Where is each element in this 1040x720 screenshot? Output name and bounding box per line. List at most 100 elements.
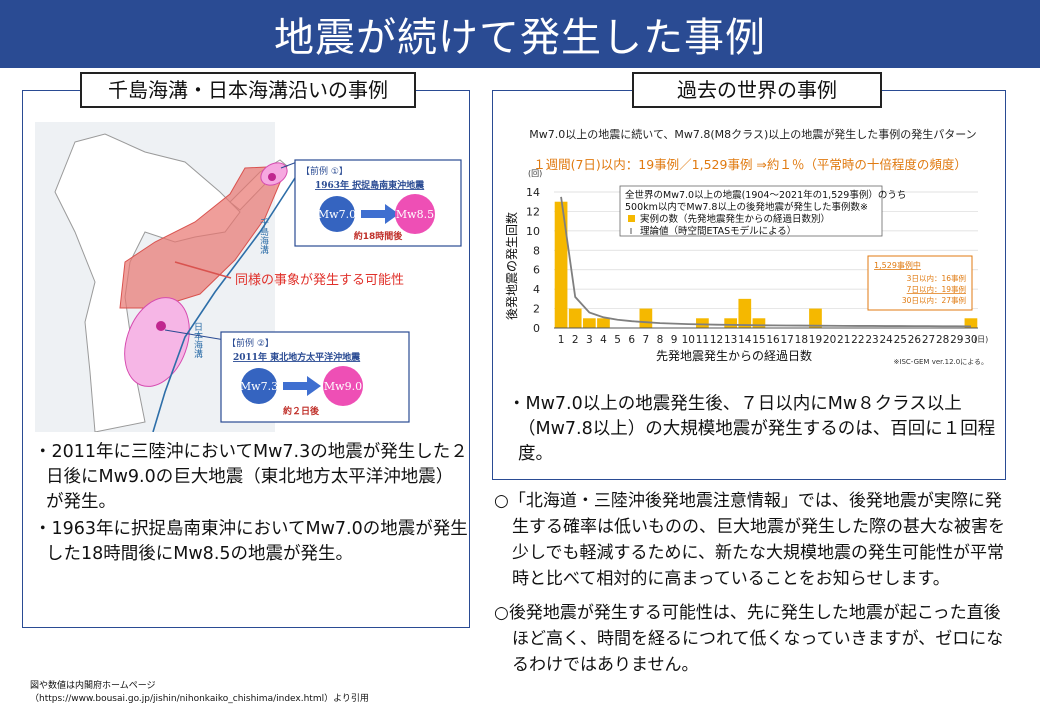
x-tick-label: 3 (586, 334, 593, 346)
x-tick-label: 6 (628, 334, 635, 346)
x-unit: (日) (974, 335, 988, 344)
left-bullet-1: ・2011年に三陸沖においてMw7.3の地震が発生した２日後にMw9.0の巨大地… (34, 442, 468, 512)
svg-text:1963年 択捉島南東沖地震: 1963年 択捉島南東沖地震 (315, 179, 425, 191)
y-tick-label: 10 (526, 225, 540, 238)
right-bullet-text: ・Mw7.0以上の地震発生後、７日以内にMw８クラス以上（Mw7.8以上）の大規… (508, 394, 996, 464)
trench-line (152, 177, 296, 432)
x-tick-label: 12 (710, 334, 723, 346)
case1-box (294, 159, 462, 247)
svg-text:7日以内：19事例: 7日以内：19事例 (907, 284, 966, 294)
x-tick-label: 13 (724, 334, 737, 346)
risk-zone (119, 165, 288, 309)
footnote-line-1: 図や数値は内閣府ホームページ (30, 681, 156, 691)
x-tick-label: 4 (600, 334, 607, 346)
x-tick-label: 10 (682, 334, 695, 346)
svg-text:3日以内：16事例: 3日以内：16事例 (907, 273, 966, 283)
svg-text:約18時間後: 約18時間後 (354, 230, 404, 242)
y-tick-label: 2 (533, 303, 540, 316)
chart-subtitle: １週間(7日)以内：19事例／1,529事例 ⇒約１％（平常時の十倍程度の頻度） (533, 157, 967, 172)
x-tick-label: 20 (823, 334, 836, 346)
x-tick-label: 17 (781, 334, 794, 346)
bar (582, 318, 596, 328)
left-bullets: ・2011年に三陸沖においてMw7.3の地震が発生した２日後にMw9.0の巨大地… (28, 440, 468, 569)
y-unit: (回) (528, 169, 542, 178)
right-panel-label: 過去の世界の事例 (632, 72, 882, 108)
x-tick-label: 16 (766, 334, 780, 346)
nihon-trench-label: 日本海溝 (192, 322, 203, 359)
x-tick-label: 23 (865, 334, 878, 346)
title-bar: 地震が続けて発生した事例 (0, 0, 1040, 68)
svg-text:理論値（時空間ETASモデルによる）: 理論値（時空間ETASモデルによる） (640, 225, 796, 237)
bar (554, 201, 568, 328)
svg-text:500km以内でMw7.8以上の後発地震が発生した事例数※: 500km以内でMw7.8以上の後発地震が発生した事例数※ (625, 201, 868, 213)
bar (738, 298, 752, 328)
x-tick-label: 25 (894, 334, 907, 346)
x-tick-label: 27 (922, 334, 935, 346)
svg-text:1,529事例中: 1,529事例中 (874, 260, 921, 270)
x-tick-label: 26 (908, 334, 922, 346)
svg-text:全世界のMw7.0以上の地震(1904～2021年の1,52: 全世界のMw7.0以上の地震(1904～2021年の1,529事例）のうち (625, 189, 906, 201)
possibility-label: 同様の事象が発生する可能性 (235, 273, 404, 288)
page-title: 地震が続けて発生した事例 (274, 15, 766, 61)
bar (696, 318, 709, 328)
y-tick-label: 12 (526, 205, 540, 218)
y-tick-label: 14 (526, 186, 540, 199)
svg-text:Mw7.0: Mw7.0 (318, 208, 356, 221)
summary-box: 1,529事例中 3日以内：16事例 7日以内：19事例 30日以内：27事例 (867, 255, 973, 311)
svg-text:2011年 東北地方太平洋沖地震: 2011年 東北地方太平洋沖地震 (233, 351, 361, 363)
x-tick-label: 11 (696, 334, 709, 346)
svg-text:30日以内：27事例: 30日以内：27事例 (902, 295, 966, 305)
left-panel-label: 千島海溝・日本海溝沿いの事例 (80, 72, 416, 108)
bar (597, 318, 610, 328)
svg-text:【前例 ②】: 【前例 ②】 (227, 337, 274, 349)
y-tick-label: 8 (533, 244, 540, 257)
chart-title: Mw7.0以上の地震に続いて、Mw7.8(M8クラス)以上の地震が発生した事例の… (529, 128, 977, 141)
x-tick-label: 7 (643, 334, 650, 346)
chart-legend: 全世界のMw7.0以上の地震(1904～2021年の1,529事例）のうち 50… (619, 185, 906, 237)
x-tick-label: 1 (558, 334, 565, 346)
x-tick-label: 2 (572, 334, 579, 346)
x-tick-label: 14 (738, 334, 752, 346)
x-tick-label: 30 (964, 334, 977, 346)
bar (639, 308, 653, 328)
case2-zone (124, 297, 190, 387)
bar (724, 318, 738, 328)
x-tick-label: 5 (614, 334, 621, 346)
svg-text:Mw9.0: Mw9.0 (324, 380, 362, 393)
footnote: 図や数値は内閣府ホームページ （https://www.bousai.go.jp… (30, 680, 450, 706)
left-bullet-2: ・1963年に択捉島南東沖においてMw7.0の地震が発生した18時間後にMw8.… (34, 519, 468, 564)
japan-trench-map: 千島海溝 日本海溝 同様の事象が発生する可能性 【前例 ①】 1963年 択捉島… (35, 122, 465, 432)
svg-text:Mw8.5: Mw8.5 (396, 208, 434, 221)
y-tick-label: 6 (533, 264, 540, 277)
x-tick-label: 21 (837, 334, 850, 346)
bar (809, 308, 822, 328)
right-bullet: ・Mw7.0以上の地震発生後、７日以内にMw８クラス以上（Mw7.8以上）の大規… (498, 392, 998, 467)
chart-line (560, 196, 971, 328)
svg-text:実例の数（先発地震発生からの経過日数別）: 実例の数（先発地震発生からの経過日数別） (640, 213, 830, 225)
note-1: ○「北海道・三陸沖後発地震注意情報」では、後発地震が実際に発生する確率は低いもの… (494, 491, 1005, 589)
source-note: ※ISC-GEM ver.12.0による。 (894, 358, 988, 366)
bar (964, 318, 978, 328)
x-tick-label: 22 (851, 334, 864, 346)
y-axis-label: 後発地震の発生回数 (504, 212, 519, 320)
chart-bars (554, 201, 978, 328)
chishima-trench-label: 千島海溝 (258, 218, 269, 255)
x-tick-label: 18 (795, 334, 808, 346)
footnote-line-2: （https://www.bousai.go.jp/jishin/nihonka… (30, 694, 369, 704)
x-tick-label: 24 (879, 334, 893, 346)
bar (568, 308, 582, 328)
svg-text:約２日後: 約２日後 (283, 405, 320, 417)
y-tick-label: 4 (533, 283, 540, 296)
x-tick-label: 15 (752, 334, 765, 346)
x-tick-label: 28 (936, 334, 949, 346)
note-2: ○後発地震が発生する可能性は、先に発生した地震が起こった直後ほど高く、時間を経る… (494, 603, 1004, 675)
x-tick-label: 29 (950, 334, 963, 346)
svg-text:Mw7.3: Mw7.3 (240, 380, 278, 393)
x-tick-label: 19 (809, 334, 822, 346)
x-axis-label: 先発地震発生からの経過日数 (656, 348, 812, 363)
theory-line (560, 196, 971, 328)
x-tick-label: 8 (657, 334, 664, 346)
svg-text:【前例 ①】: 【前例 ①】 (301, 165, 348, 177)
notes: ○「北海道・三陸沖後発地震注意情報」では、後発地震が実際に発生する確率は低いもの… (494, 488, 1014, 686)
